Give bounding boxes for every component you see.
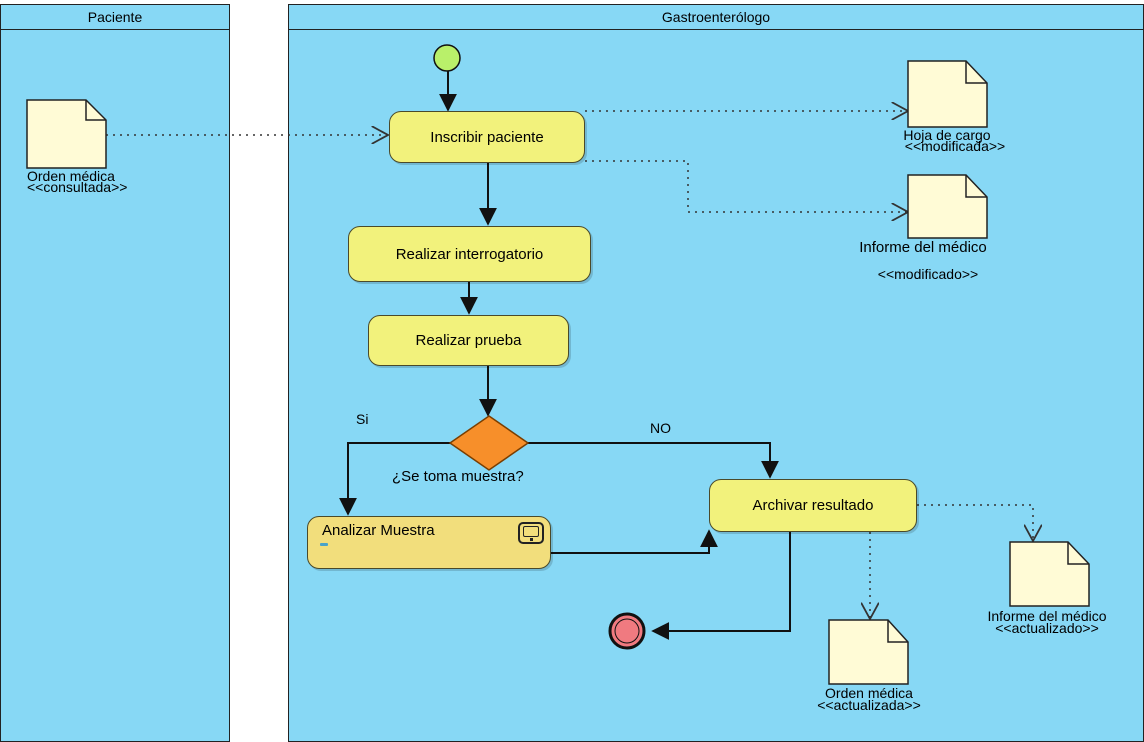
document-hoja-cargo xyxy=(907,60,988,128)
action-realizar-interrogatorio[interactable]: Realizar interrogatorio xyxy=(348,226,591,282)
doc-hoja-cargo-state: <<modificada>> xyxy=(904,138,1006,154)
action-realizar-interrogatorio-label: Realizar interrogatorio xyxy=(395,245,544,263)
objflow-inscribir-informe xyxy=(585,160,908,212)
doc-orden-actualizada-name: Orden médica xyxy=(825,685,913,701)
initial-node xyxy=(433,44,461,72)
subactivity-icon xyxy=(518,522,544,544)
subactivity-marker xyxy=(320,543,328,546)
lane-gastroenterologo-title: Gastroenterólogo xyxy=(289,5,1143,30)
decision-question-label: ¿Se toma muestra? xyxy=(392,468,524,485)
action-analizar-muestra[interactable]: Analizar Muestra xyxy=(307,516,551,569)
flow-analizar-archivar xyxy=(551,529,718,554)
lane-paciente-title: Paciente xyxy=(1,5,229,30)
flow-decision-archivar xyxy=(527,442,779,479)
doc-informe-actualizado-state: <<actualizado>> xyxy=(995,620,1099,636)
flow-decision-analizar xyxy=(339,442,451,516)
doc-orden-consultada-state: <<consultada>> xyxy=(27,179,128,195)
doc-informe-modificado-state: <<modificado>> xyxy=(877,266,979,282)
action-analizar-muestra-label: Analizar Muestra xyxy=(322,522,435,539)
document-orden-consultada xyxy=(26,99,107,169)
final-node-core xyxy=(614,618,640,644)
action-inscribir-paciente-label: Inscribir paciente xyxy=(430,128,544,146)
document-orden-actualizada xyxy=(828,619,909,685)
action-archivar-resultado-label: Archivar resultado xyxy=(752,497,874,514)
decision-node xyxy=(448,415,530,471)
doc-informe-actualizado-name: Informe del médico xyxy=(987,608,1107,624)
objflow-archivar-informe xyxy=(917,504,1033,541)
action-inscribir-paciente[interactable]: Inscribir paciente xyxy=(389,111,585,163)
decision-yes-label: Si xyxy=(356,411,369,427)
doc-orden-actualizada-state: <<actualizada>> xyxy=(817,697,921,713)
action-archivar-resultado[interactable]: Archivar resultado xyxy=(709,479,917,532)
document-informe-modificado xyxy=(907,174,988,239)
action-realizar-prueba[interactable]: Realizar prueba xyxy=(368,315,569,366)
doc-informe-modificado-name: Informe del médico xyxy=(859,239,987,256)
lane-gastroenterologo: Gastroenterólogo xyxy=(288,4,1144,742)
flow-archivar-end xyxy=(651,530,791,640)
decision-no-label: NO xyxy=(650,420,671,436)
doc-hoja-cargo-name: Hoja de cargo xyxy=(903,127,991,143)
document-informe-actualizado xyxy=(1009,541,1090,607)
action-realizar-prueba-label: Realizar prueba xyxy=(415,332,522,349)
doc-orden-consultada-name: Orden médica xyxy=(27,168,115,184)
